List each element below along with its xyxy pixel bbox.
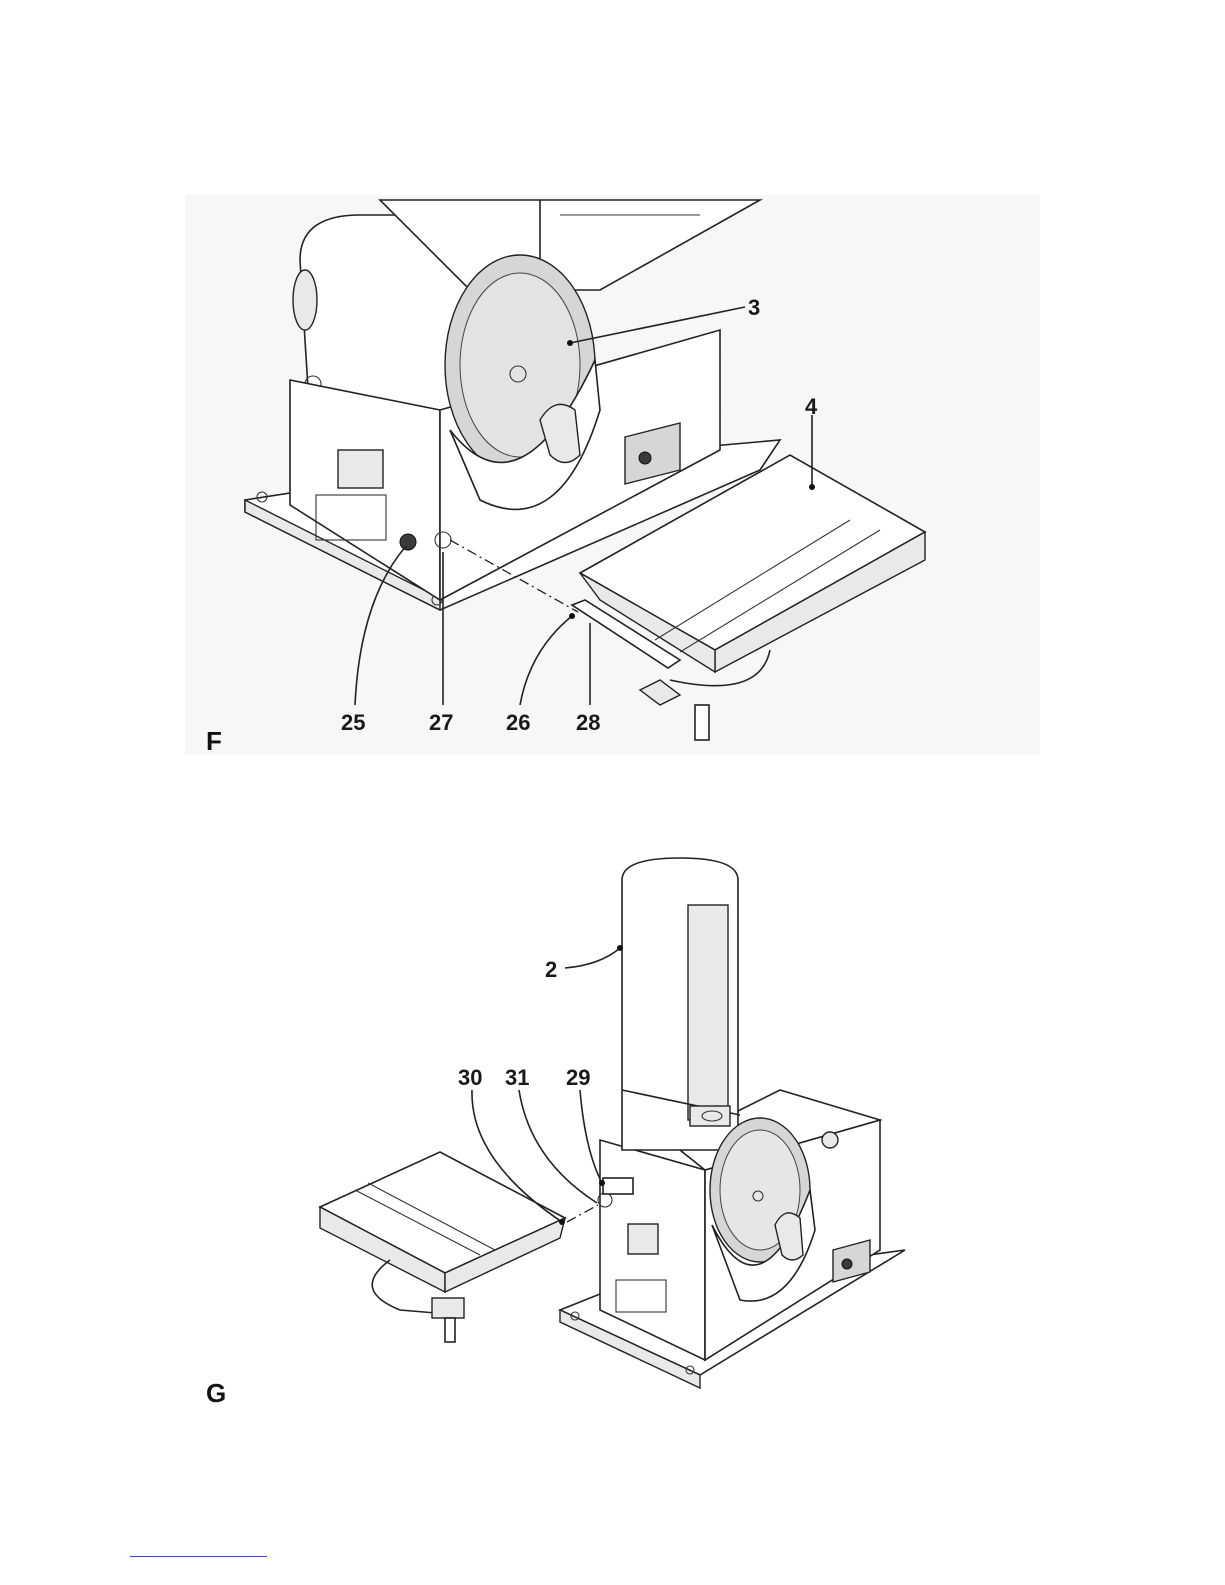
leader-29 bbox=[580, 1090, 602, 1183]
figure-f-drawing: 3 4 25 27 26 28 F bbox=[0, 0, 1225, 800]
leader-2 bbox=[565, 948, 620, 968]
callout-30: 30 bbox=[458, 1065, 482, 1090]
figure-letter-g: G bbox=[206, 1378, 226, 1408]
tension-knob bbox=[822, 1132, 838, 1148]
switch-button-icon bbox=[639, 452, 651, 464]
figure-letter-f: F bbox=[206, 726, 222, 756]
callout-31: 31 bbox=[505, 1065, 529, 1090]
motor-endcap bbox=[293, 270, 317, 330]
callout-4: 4 bbox=[805, 394, 818, 419]
callout-29: 29 bbox=[566, 1065, 590, 1090]
footer-link-underline bbox=[130, 1556, 267, 1557]
work-table-top bbox=[320, 1152, 565, 1273]
leader-dot bbox=[599, 1180, 605, 1186]
leader-dot bbox=[617, 945, 623, 951]
leader-dot bbox=[567, 340, 573, 346]
callout-26: 26 bbox=[506, 710, 530, 735]
table-post bbox=[445, 1318, 455, 1342]
callout-25: 25 bbox=[341, 710, 365, 735]
clamp-bracket bbox=[628, 1224, 658, 1254]
leader-dot bbox=[559, 1219, 565, 1225]
locking-bolt bbox=[400, 534, 416, 550]
leader-dot bbox=[569, 613, 575, 619]
leader-31 bbox=[519, 1090, 597, 1203]
figure-g-drawing: 2 30 31 29 G bbox=[0, 800, 1225, 1520]
callout-2: 2 bbox=[545, 957, 557, 982]
assembly-axis-line bbox=[567, 1205, 598, 1222]
mount-shaft bbox=[603, 1178, 633, 1194]
tracking-plate bbox=[690, 1106, 730, 1126]
clamp-bracket bbox=[338, 450, 383, 488]
leader-dot bbox=[809, 484, 815, 490]
callout-27: 27 bbox=[429, 710, 453, 735]
callout-28: 28 bbox=[576, 710, 600, 735]
table-post bbox=[695, 705, 709, 740]
table-lock-knob bbox=[640, 680, 680, 705]
table-bracket bbox=[432, 1298, 464, 1318]
belt-tower-side bbox=[688, 905, 728, 1120]
callout-3: 3 bbox=[748, 295, 760, 320]
switch-button-icon bbox=[842, 1259, 852, 1269]
leader-26 bbox=[520, 616, 572, 705]
